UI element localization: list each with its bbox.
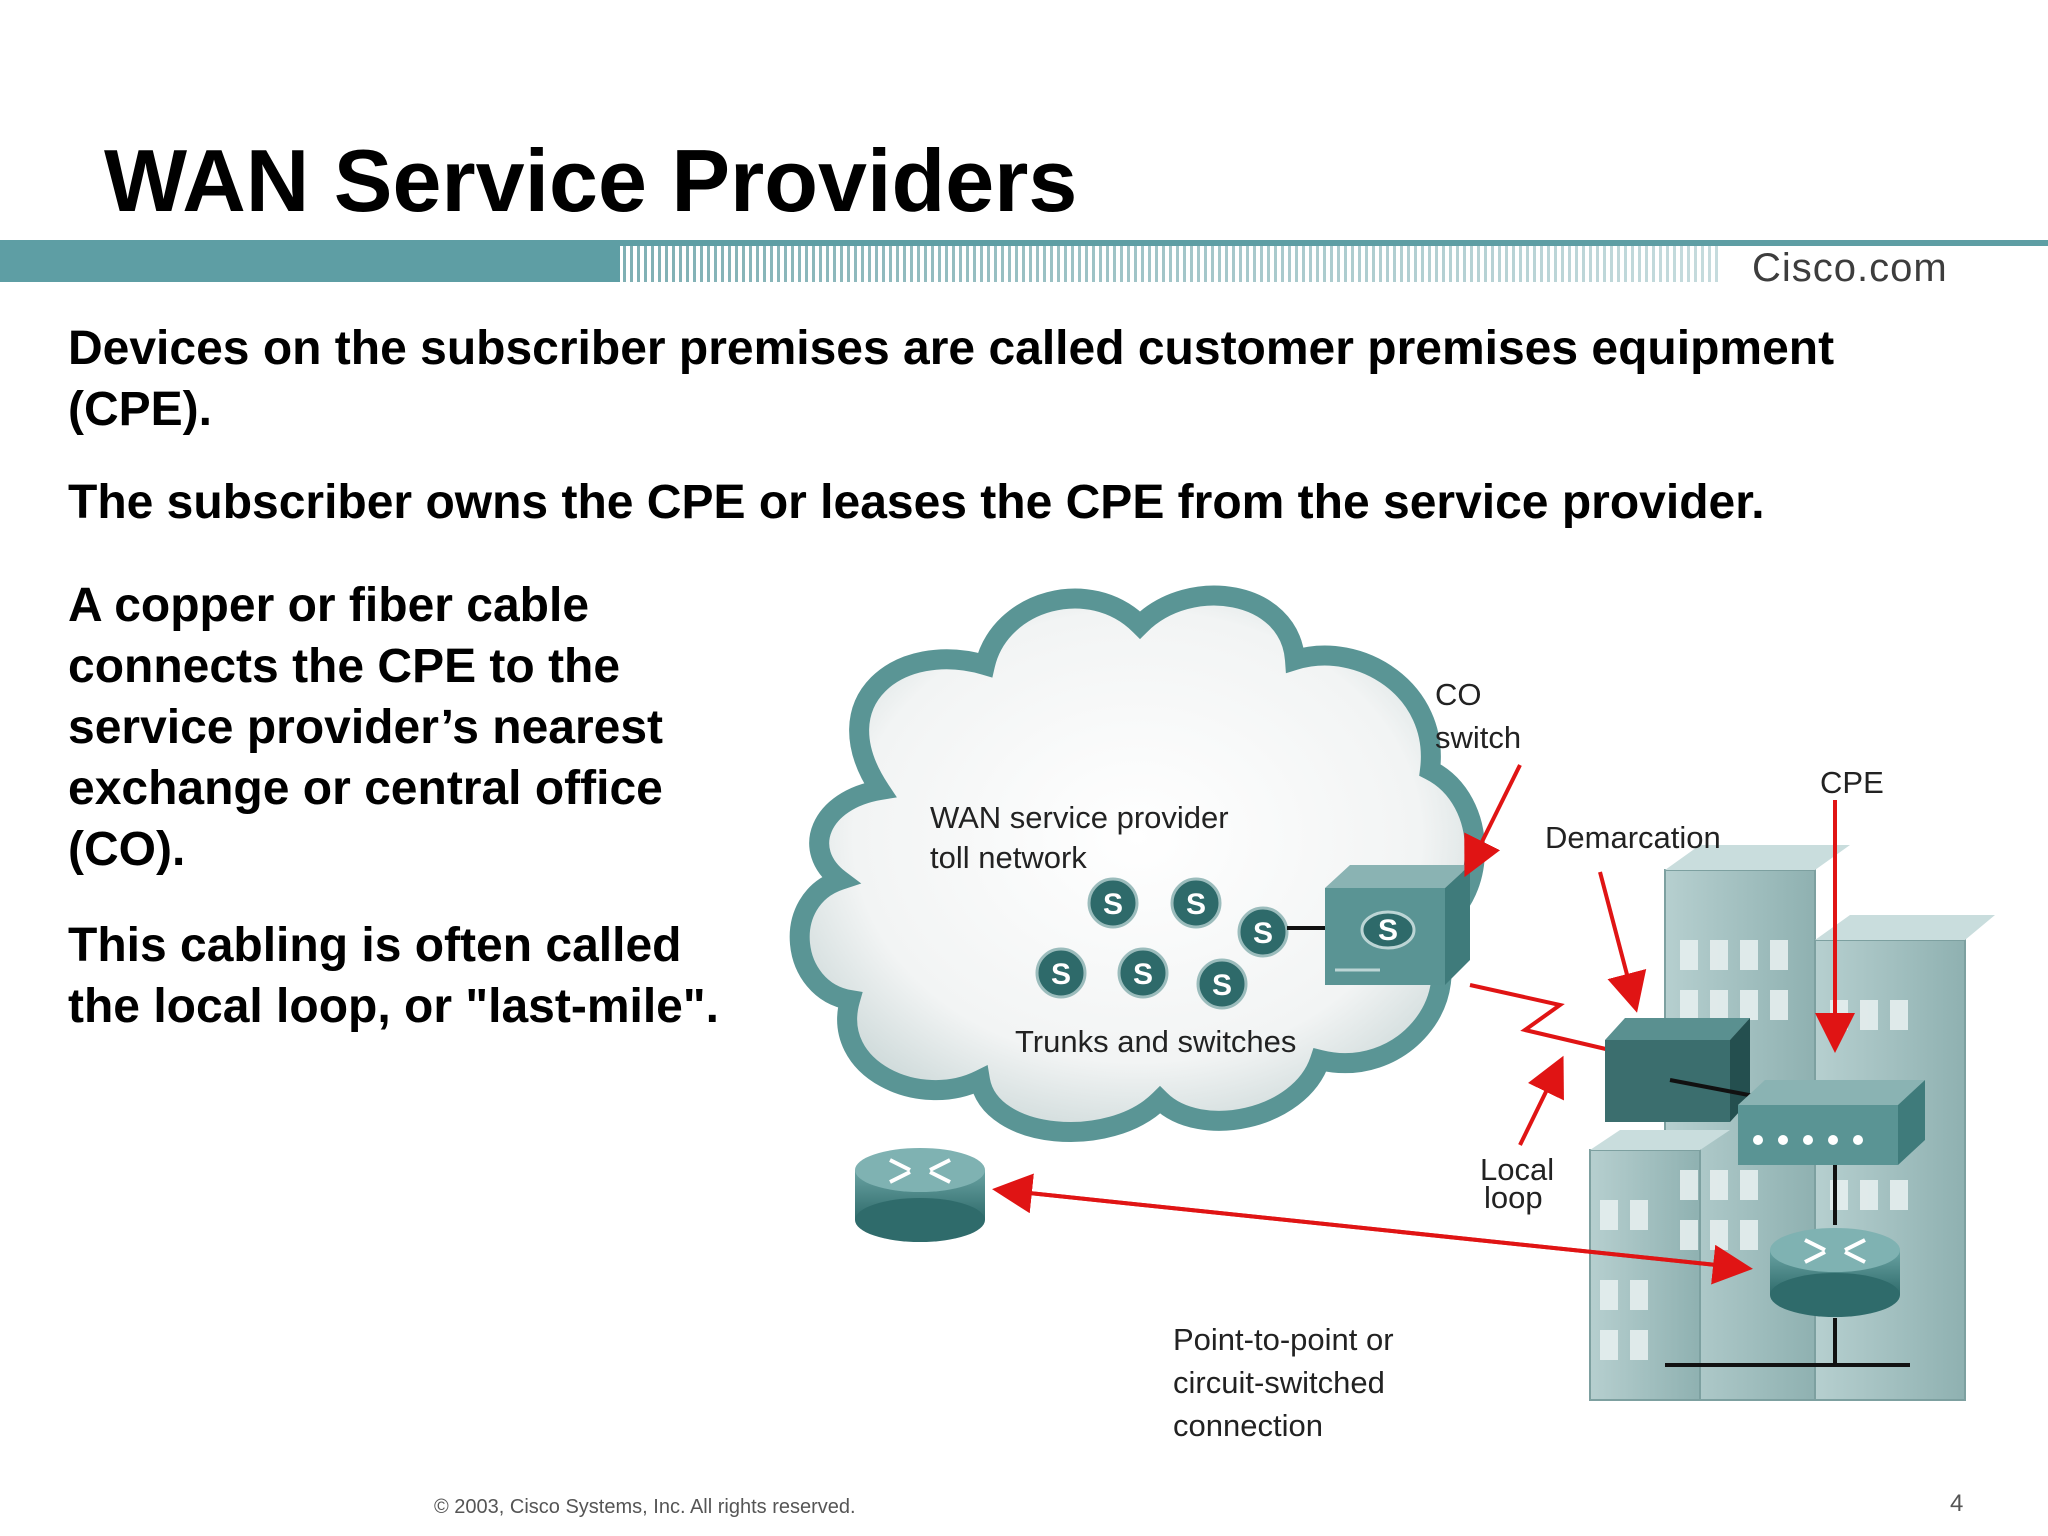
switch-icon: S — [1196, 958, 1248, 1010]
bullet-local-loop: This cabling is often called the local l… — [68, 919, 719, 1033]
wan-cloud — [789, 585, 1485, 1143]
cloud-label: WAN service provider — [930, 800, 1229, 835]
switch-letter: S — [1051, 958, 1071, 991]
switch-icon: S — [1035, 947, 1087, 999]
point-to-point-label: circuit-switched — [1173, 1365, 1385, 1400]
point-to-point-arrow — [992, 1173, 1746, 1270]
header-band — [0, 236, 2048, 286]
demarcation-arrow — [1598, 871, 1647, 1013]
switch-icon: S — [1087, 877, 1139, 929]
page-number: 4 — [1950, 1490, 1964, 1517]
demarcation-label: Demarcation — [1545, 820, 1721, 855]
cpe-label: CPE — [1820, 765, 1884, 800]
point-to-point-label: connection — [1173, 1408, 1323, 1443]
switch-letter: S — [1378, 914, 1398, 947]
switch-icon: S — [1117, 947, 1169, 999]
local-loop-arrow — [1518, 1055, 1564, 1146]
switch-letter: S — [1103, 888, 1123, 921]
co-switch-label: CO — [1435, 677, 1482, 712]
switch-letter: S — [1133, 958, 1153, 991]
customer-router-icon — [1770, 1228, 1900, 1317]
co-switch-icon: S — [1287, 865, 1470, 985]
switch-letter: S — [1186, 888, 1206, 921]
switch-letter: S — [1212, 969, 1232, 1002]
trunks-label: Trunks and switches — [1015, 1024, 1296, 1059]
page-title: WAN Service Providers — [104, 131, 1078, 230]
co-switch-arrow — [1464, 764, 1522, 878]
cisco-logo: Cisco.com — [1752, 246, 1948, 290]
point-to-point-label: Point-to-point or — [1173, 1322, 1394, 1357]
local-loop-label: Local — [1480, 1152, 1554, 1187]
cpe-modem-icon — [1738, 1080, 1925, 1165]
demarcation-box-icon — [1605, 1018, 1750, 1122]
remote-router-icon — [855, 1148, 985, 1242]
bullet-cable-connection: A copper or fiber cable connects the CPE… — [68, 579, 664, 876]
switch-icon: S — [1170, 877, 1222, 929]
co-switch-label: switch — [1435, 720, 1521, 755]
local-loop-line — [1469, 983, 1611, 1052]
copyright-footer: © 2003, Cisco Systems, Inc. All rights r… — [434, 1496, 856, 1518]
switch-letter: S — [1253, 917, 1273, 950]
switch-icon: S — [1237, 906, 1289, 958]
bullet-cpe-definition: Devices on the subscriber premises are c… — [68, 322, 1835, 436]
cloud-label: toll network — [930, 840, 1087, 875]
bullet-cpe-ownership: The subscriber owns the CPE or leases th… — [68, 476, 1765, 529]
local-loop-label: loop — [1484, 1180, 1543, 1215]
